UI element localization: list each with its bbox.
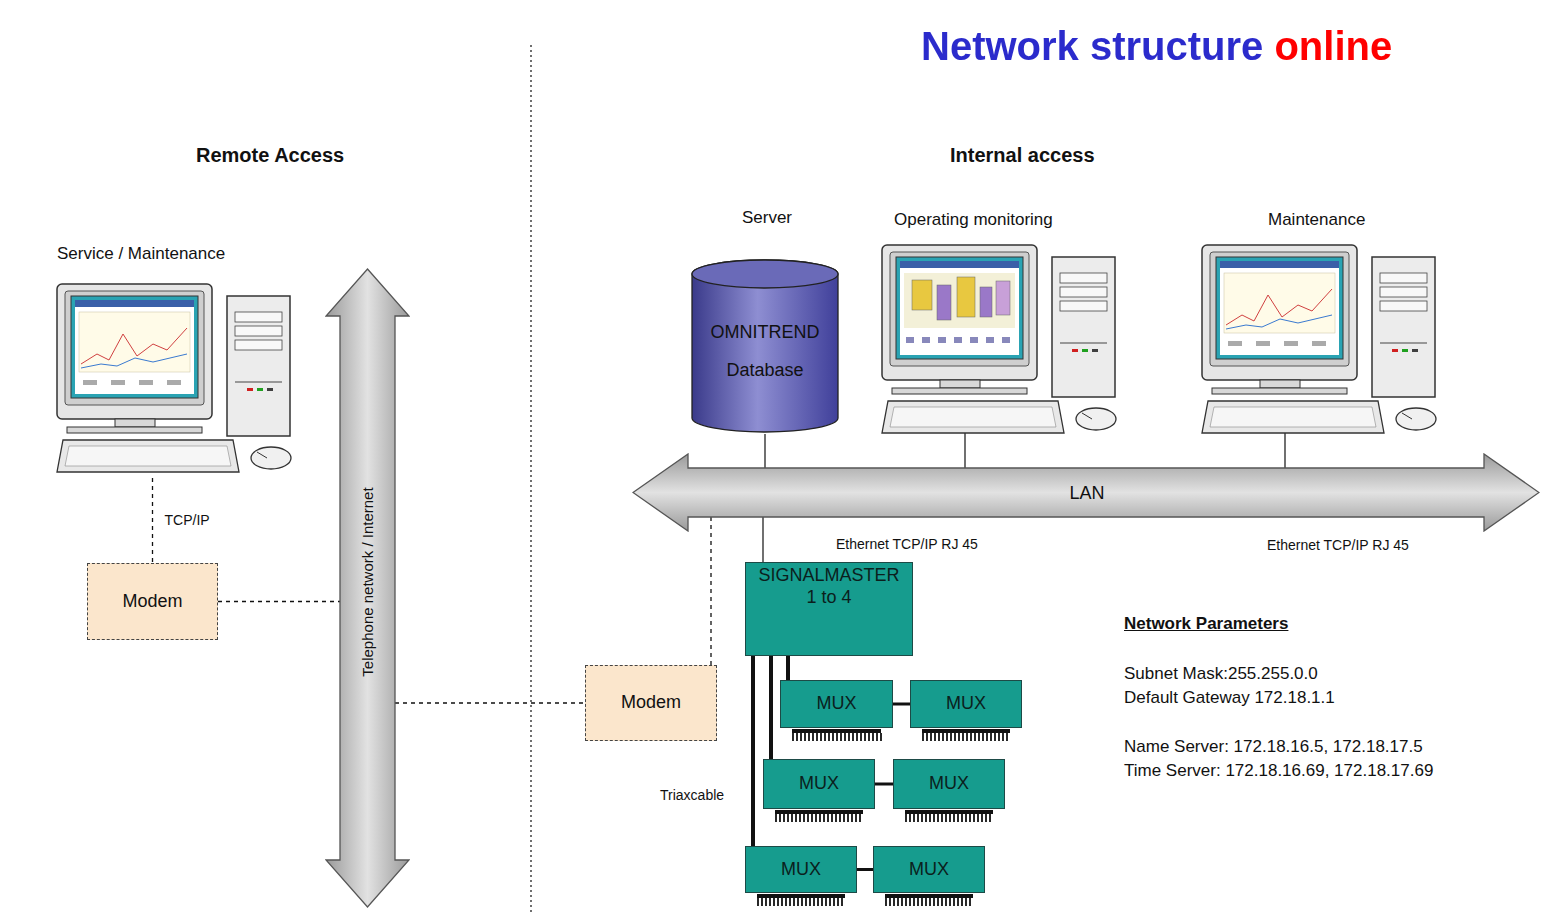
triax-cable xyxy=(786,656,790,680)
dashed-link xyxy=(152,478,153,563)
workstation-node: Operating monitoring xyxy=(880,210,1130,435)
mux-label: MUX xyxy=(929,773,969,795)
mux-box: MUX xyxy=(893,759,1005,809)
node-heading: Service / Maintenance xyxy=(55,244,305,264)
mux-pins xyxy=(757,894,845,906)
mux-label: MUX xyxy=(799,773,839,795)
band-label: Telephone network / Internet xyxy=(358,432,378,732)
section-heading: Remote Access xyxy=(196,144,344,167)
modem-box: Modem xyxy=(585,665,717,741)
annotation-label: Triaxcable xyxy=(660,787,724,803)
mux-pins xyxy=(905,810,993,822)
section-heading: Internal access xyxy=(950,144,1095,167)
modem-label: Modem xyxy=(122,591,182,613)
modem-box: Modem xyxy=(87,563,218,640)
annotation-label: Name Server: 172.18.16.5, 172.18.17.5 xyxy=(1124,737,1423,757)
annotation-label: Default Gateway 172.18.1.1 xyxy=(1124,688,1335,708)
parameter-heading: Network Parameters xyxy=(1124,614,1288,634)
workstation-node: Maintenance xyxy=(1200,210,1450,435)
lan-drop xyxy=(1284,433,1285,468)
triax-cable xyxy=(875,783,893,786)
mux-label: MUX xyxy=(781,859,821,881)
lan-drop xyxy=(762,517,763,562)
mux-pins xyxy=(922,729,1010,741)
mux-pins xyxy=(792,729,881,741)
annotation-label: Subnet Mask:255.255.0.0 xyxy=(1124,664,1318,684)
lan-band: LAN xyxy=(632,453,1540,532)
page-title: Network structure online xyxy=(921,24,1392,69)
mux-box: MUX xyxy=(910,680,1022,728)
database-name: OMNITREND Database xyxy=(702,313,828,389)
mux-box: MUX xyxy=(873,846,985,893)
signalmaster-box: SIGNALMASTER 1 to 4 xyxy=(745,562,913,656)
separator-line xyxy=(530,45,531,915)
mux-box: MUX xyxy=(763,759,875,809)
database-cylinder xyxy=(690,208,840,434)
node-heading: Maintenance xyxy=(1200,210,1450,230)
network-band: Telephone network / Internet xyxy=(325,268,410,908)
mux-label: MUX xyxy=(946,693,986,715)
dashed-link xyxy=(395,702,585,703)
signalmaster-label: SIGNALMASTER 1 to 4 xyxy=(758,565,899,608)
triax-cable xyxy=(893,703,910,706)
node-heading: Server xyxy=(690,208,840,228)
node-heading: Operating monitoring xyxy=(880,210,1130,230)
lan-drop xyxy=(964,433,965,468)
triax-cable xyxy=(751,656,755,846)
triax-cable xyxy=(769,656,773,759)
mux-box: MUX xyxy=(780,680,893,728)
lan-drop xyxy=(764,434,765,468)
mux-box: MUX xyxy=(745,846,857,893)
dashed-link xyxy=(710,517,711,665)
dashed-link xyxy=(218,601,340,602)
annotation-label: Ethernet TCP/IP RJ 45 xyxy=(836,536,978,552)
triax-cable xyxy=(857,868,873,871)
annotation-label: Time Server: 172.18.16.69, 172.18.17.69 xyxy=(1124,761,1433,781)
annotation-label: Ethernet TCP/IP RJ 45 xyxy=(1267,537,1409,553)
computer-icon xyxy=(880,243,1125,438)
computer-icon xyxy=(1200,243,1445,438)
mux-pins xyxy=(885,894,973,906)
workstation-node: Service / Maintenance xyxy=(55,244,305,476)
protocol-label: TCP/IP xyxy=(163,512,212,528)
computer-icon xyxy=(55,282,300,477)
mux-label: MUX xyxy=(817,693,857,715)
mux-label: MUX xyxy=(909,859,949,881)
database-node: ServerOMNITREND Database xyxy=(690,208,840,434)
modem-label: Modem xyxy=(621,692,681,714)
mux-pins xyxy=(775,810,863,822)
band-label: LAN xyxy=(987,483,1187,503)
